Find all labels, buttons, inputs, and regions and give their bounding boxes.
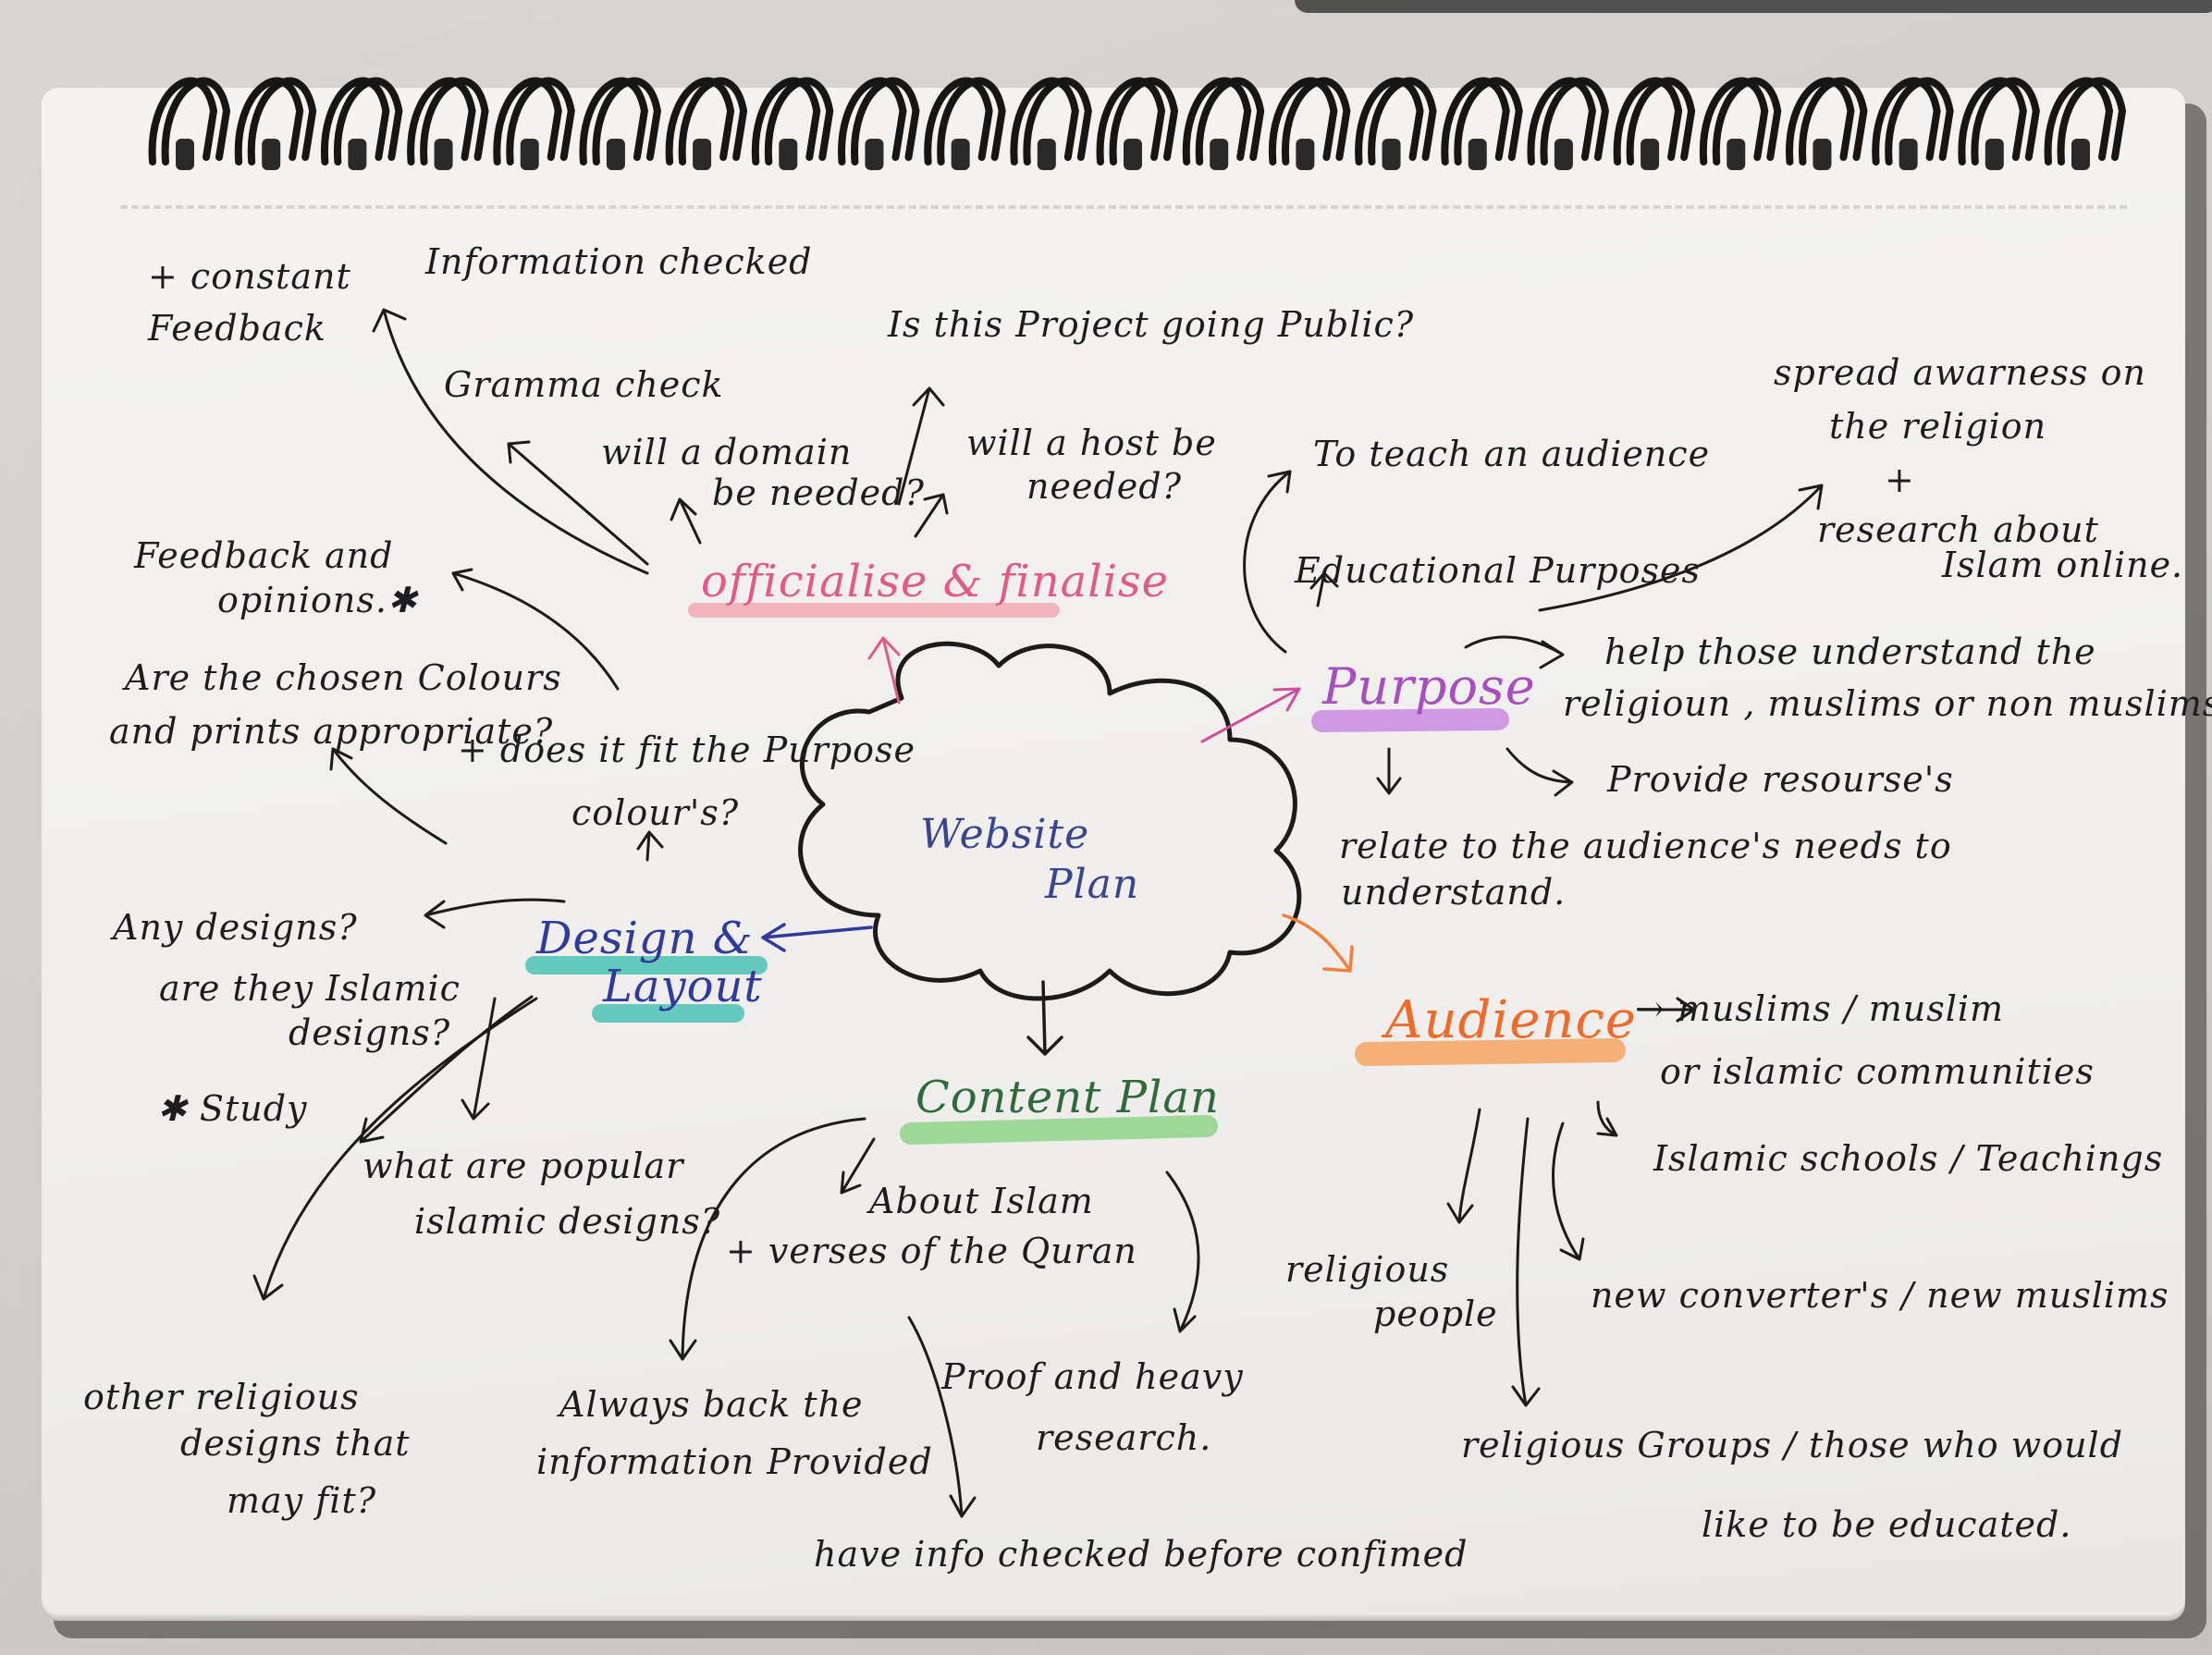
note-other-religious-1: other religious bbox=[83, 1377, 360, 1417]
note-study: ✱ Study bbox=[157, 1088, 308, 1129]
note-provide-resources: Provide resourse's bbox=[1607, 759, 1954, 800]
note-info-checked: have info checked before confimed bbox=[814, 1534, 1469, 1575]
branch-content: Content Plan bbox=[916, 1072, 1220, 1123]
central-cloud-outline bbox=[798, 641, 1302, 1001]
content-highlight bbox=[900, 1115, 1218, 1145]
spiral-coil bbox=[148, 77, 231, 170]
connector-purpose bbox=[1200, 687, 1301, 743]
spiral-coil bbox=[1699, 77, 1782, 170]
spiral-coil bbox=[1182, 77, 1265, 170]
note-muslims-1: → muslims / muslim bbox=[1635, 988, 2005, 1029]
note-muslims-2: or islamic communities bbox=[1660, 1051, 2095, 1092]
spiral-coil bbox=[1441, 77, 1523, 170]
note-constant-feedback-1: + constant bbox=[148, 256, 351, 297]
note-relate-needs-2: understand. bbox=[1341, 872, 1567, 913]
note-research-islam-2: Islam online. bbox=[1942, 545, 2184, 585]
note-popular-designs-2: islamic designs? bbox=[414, 1201, 721, 1242]
notebook-page bbox=[42, 88, 2185, 1615]
note-colours: colour's? bbox=[571, 792, 740, 833]
spiral-coil bbox=[665, 77, 748, 170]
note-spread-awareness-2: the religion bbox=[1829, 406, 2047, 447]
branch-design-line1: Design & bbox=[536, 913, 754, 964]
note-chosen-colours-2: and prints appropriate? bbox=[109, 711, 554, 752]
note-help-understand-2: religioun , muslims or non muslims bbox=[1563, 683, 2212, 724]
note-religious-people-1: religious bbox=[1285, 1249, 1450, 1290]
note-information-checked: Information checked bbox=[425, 241, 813, 282]
spiral-coil bbox=[2044, 77, 2127, 170]
branch-officialise: officialise & finalise bbox=[701, 556, 1170, 607]
note-domain-2: be needed? bbox=[712, 472, 925, 513]
ink-arrows bbox=[252, 308, 1824, 1518]
spiral-coil bbox=[321, 77, 403, 170]
spiral-coil bbox=[1872, 77, 1954, 170]
perforation-line bbox=[120, 205, 2127, 209]
note-research-islam-1: research about bbox=[1817, 509, 2099, 550]
branch-purpose: Purpose bbox=[1322, 657, 1536, 716]
note-domain-1: will a domain bbox=[601, 432, 853, 472]
note-gramma-check: Gramma check bbox=[444, 364, 724, 405]
note-relate-needs-1: relate to the audience's needs to bbox=[1339, 826, 1952, 866]
note-religious-people-2: people bbox=[1373, 1293, 1498, 1334]
note-feedback-opinions-2: opinions.✱ bbox=[217, 580, 418, 620]
note-constant-feedback-2: Feedback bbox=[148, 308, 326, 349]
spiral-coil bbox=[1355, 77, 1437, 170]
note-islamic-schools: Islamic schools / Teachings bbox=[1653, 1138, 2164, 1179]
desk-edge bbox=[1295, 0, 2212, 13]
spiral-coil bbox=[1786, 77, 1868, 170]
audience-highlight bbox=[1355, 1038, 1626, 1066]
note-plus: + bbox=[1885, 460, 1915, 500]
spiral-coil bbox=[1010, 77, 1092, 170]
center-label-line2: Plan bbox=[1045, 861, 1140, 908]
note-about-islam-2: + verses of the Quran bbox=[726, 1231, 1137, 1271]
note-teach-audience: To teach an audience bbox=[1313, 434, 1711, 474]
note-religious-groups-1: religious Groups / those who would bbox=[1461, 1425, 2124, 1465]
connector-audience bbox=[1282, 913, 1354, 973]
note-other-religious-2: designs that bbox=[180, 1423, 411, 1464]
note-feedback-opinions-1: Feedback and bbox=[134, 535, 394, 576]
note-host-2: needed? bbox=[1026, 466, 1182, 507]
spiral-coil bbox=[924, 77, 1006, 170]
note-proof-research-1: Proof and heavy bbox=[941, 1356, 1244, 1397]
spiral-coil bbox=[1096, 77, 1179, 170]
note-always-back-2: information Provided bbox=[536, 1441, 933, 1482]
branch-audience: Audience bbox=[1385, 990, 1637, 1050]
note-other-religious-3: may fit? bbox=[227, 1480, 377, 1521]
spiral-coil bbox=[1269, 77, 1351, 170]
note-fit-purpose: + does it fit the Purpose bbox=[458, 729, 916, 770]
spiral-coil bbox=[493, 77, 575, 170]
spiral-coil bbox=[579, 77, 661, 170]
spiral-coil bbox=[1613, 77, 1696, 170]
note-about-islam-1: About Islam bbox=[869, 1181, 1094, 1221]
spiral-coil bbox=[234, 77, 317, 170]
spiral-coil bbox=[1958, 77, 2040, 170]
note-always-back-1: Always back the bbox=[559, 1384, 864, 1425]
spiral-coil bbox=[838, 77, 920, 170]
note-chosen-colours-1: Are the chosen Colours bbox=[125, 657, 562, 698]
note-any-designs-2: are they Islamic bbox=[159, 968, 461, 1009]
spiral-binding bbox=[148, 77, 2127, 170]
note-religious-groups-2: like to be educated. bbox=[1702, 1504, 2072, 1545]
spiral-coil bbox=[1527, 77, 1609, 170]
connector-content bbox=[1026, 980, 1063, 1056]
note-popular-designs-1: what are popular bbox=[363, 1146, 684, 1186]
branch-design-line2: Layout bbox=[603, 961, 763, 1012]
note-host-1: will a host be bbox=[966, 423, 1217, 463]
note-any-designs-1: Any designs? bbox=[113, 907, 358, 948]
note-educational-purposes: Educational Purposes bbox=[1295, 550, 1702, 591]
note-project-public: Is this Project going Public? bbox=[888, 304, 1415, 345]
spiral-coil bbox=[407, 77, 489, 170]
note-help-understand-1: help those understand the bbox=[1604, 631, 2096, 672]
center-label-line1: Website bbox=[920, 811, 1090, 858]
purpose-highlight bbox=[1311, 708, 1509, 732]
spiral-coil bbox=[751, 77, 834, 170]
note-new-converters: new converter's / new muslims bbox=[1591, 1275, 2169, 1316]
design-highlight bbox=[525, 956, 768, 1023]
connector-officialise bbox=[867, 636, 901, 705]
connector-design bbox=[761, 923, 873, 952]
note-any-designs-3: designs? bbox=[289, 1012, 451, 1053]
note-spread-awareness-1: spread awarness on bbox=[1774, 352, 2146, 393]
note-proof-research-2: research. bbox=[1036, 1417, 1212, 1458]
